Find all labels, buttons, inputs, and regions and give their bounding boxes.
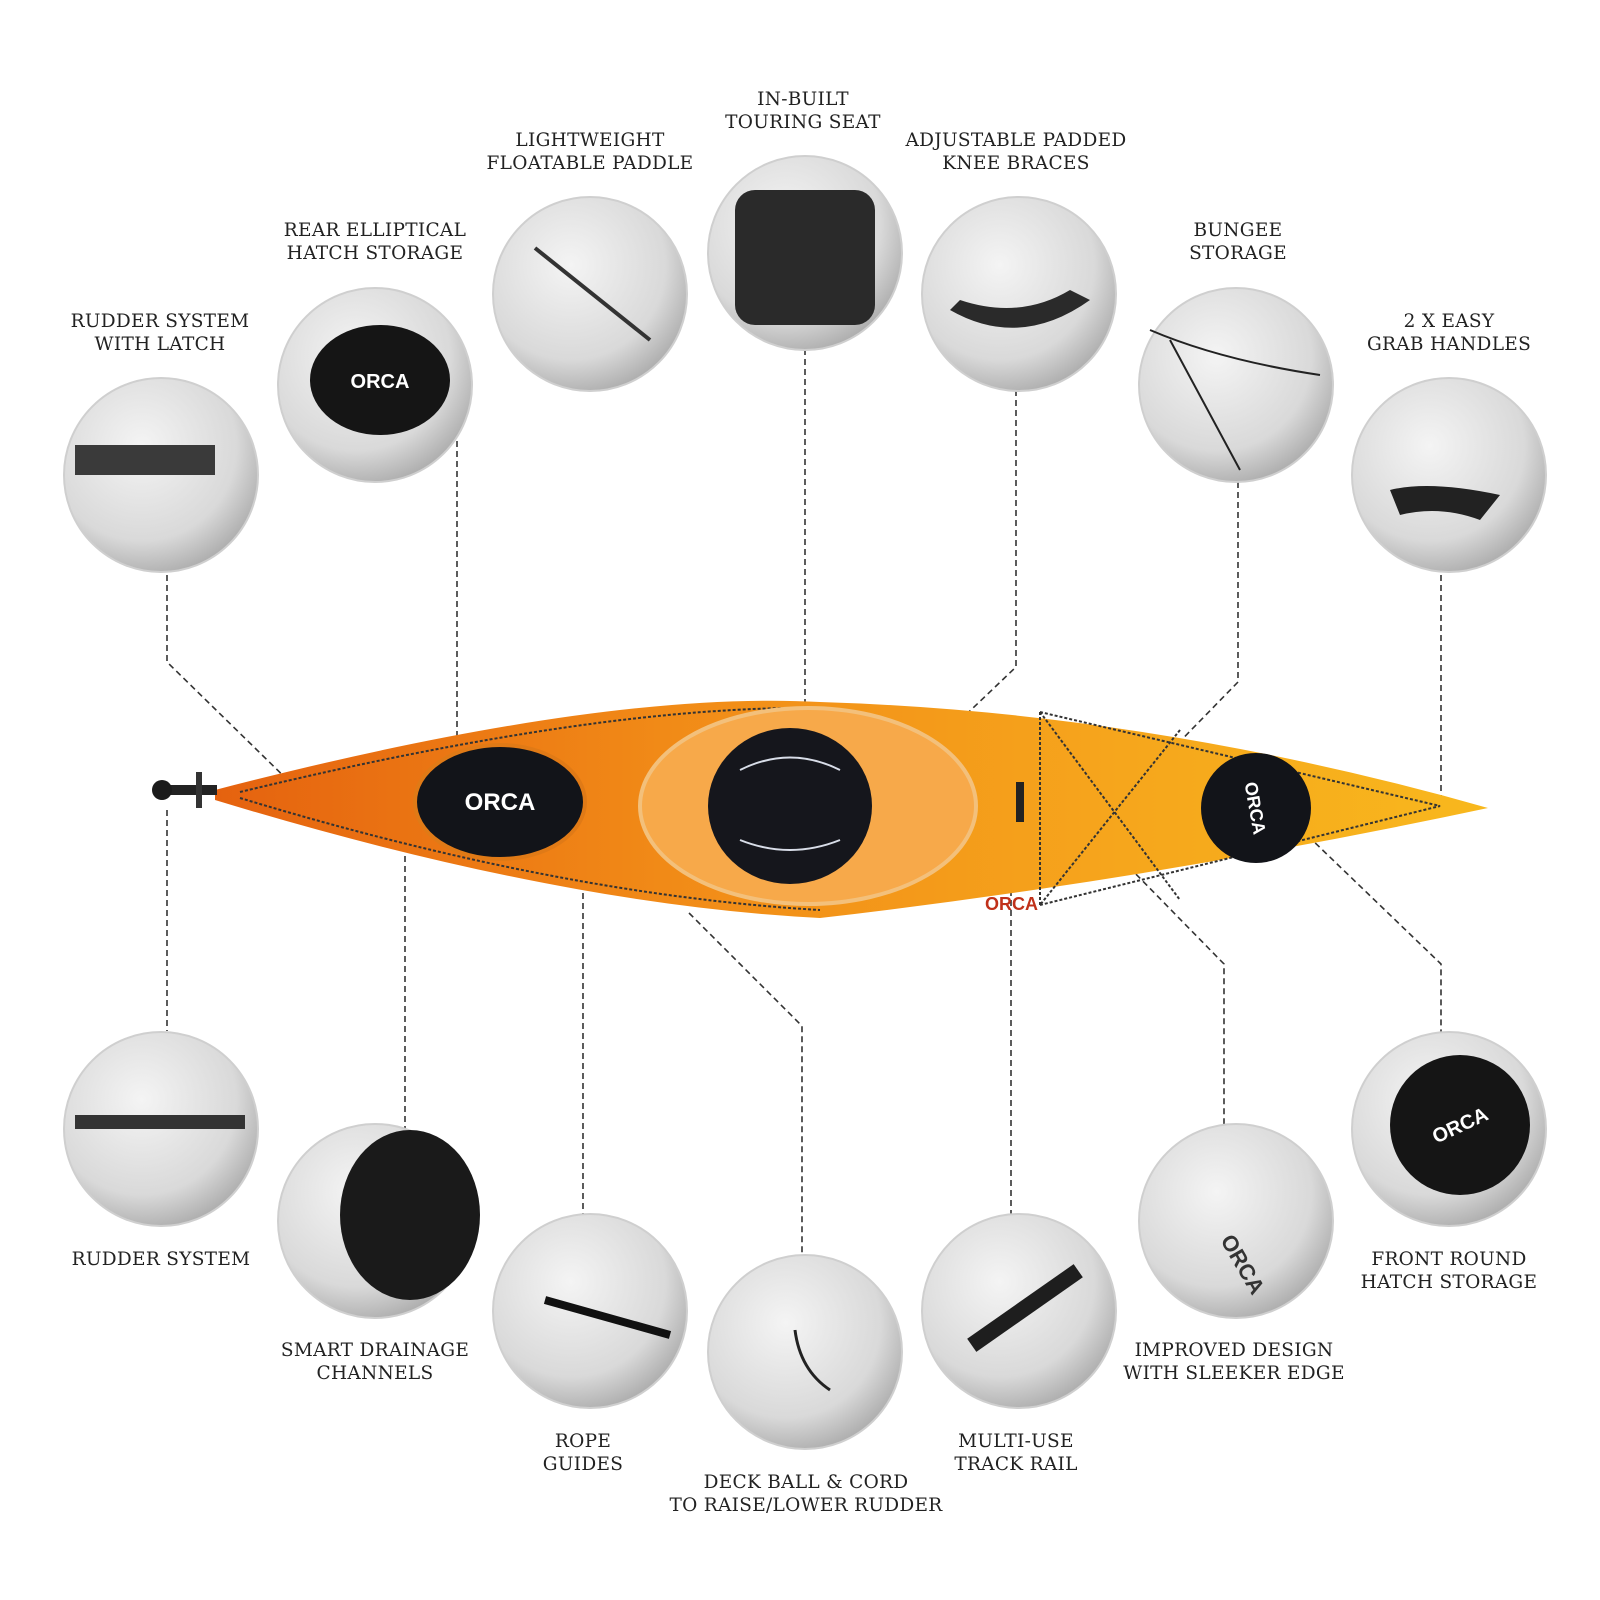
connector-knee [907,390,1017,771]
label-line: HATCH STORAGE [286,243,464,264]
label-line: MULTI-USE [958,1431,1074,1452]
label-line: FRONT ROUND [1371,1249,1527,1270]
svg-text:ORCA: ORCA [985,894,1038,914]
label-line: RUDDER SYSTEM [71,1249,251,1270]
connector-design [1128,866,1225,1129]
label-line: FLOATABLE PADDLE [486,153,694,174]
detail-design [1138,1123,1334,1319]
label-line: STORAGE [1189,243,1287,264]
detail-thumbnails: ORCA ORCA ORCA [75,190,1530,1392]
front-hatch [1201,753,1311,863]
label-line: IN-BUILT [757,89,849,110]
label-line: HATCH STORAGE [1360,1272,1538,1293]
detail-knee [921,196,1117,392]
label-line: TO RAISE/LOWER RUDDER [669,1495,943,1516]
label-line: SMART DRAINAGE [280,1340,470,1361]
label-line: WITH SLEEKER EDGE [1123,1363,1345,1384]
label-line: KNEE BRACES [942,153,1090,174]
label-line: GRAB HANDLES [1366,334,1532,355]
deck-lines [239,706,1441,911]
kayak: ORCA ORCA ORCA [152,700,1488,918]
detail-bungee [1138,287,1334,483]
connector-rudder-latch [166,575,304,796]
label-line: GUIDES [542,1454,624,1475]
cockpit-seat [708,728,872,884]
label-line: IMPROVED DESIGN [1134,1340,1334,1361]
svg-text:ORCA: ORCA [351,371,410,393]
detail-circles [63,155,1547,1450]
label-line: DECK BALL & CORD [703,1472,909,1493]
svg-text:ORCA: ORCA [465,789,536,816]
detail-grab [1351,377,1547,573]
label-line: CHANNELS [316,1363,434,1384]
rear-hatch [413,743,587,861]
connector-front-hatch [1307,835,1442,1036]
label-line: LIGHTWEIGHT [515,130,665,151]
label-line: WITH LATCH [94,334,226,355]
rudder-assembly [152,772,217,808]
label-line: 2 X EASY [1403,311,1495,332]
label-line: ADJUSTABLE PADDED [905,130,1127,151]
label-line: TOURING SEAT [725,112,881,133]
label-line: TRACK RAIL [954,1454,1078,1475]
label-line: REAR ELLIPTICAL [283,220,467,241]
detail-deckball [707,1254,903,1450]
connector-deckball [688,912,803,1257]
track-rail [1016,782,1024,822]
label-line: ROPE [554,1431,612,1452]
label-rudder: RUDDER SYSTEM [11,1248,311,1271]
label-line: BUNGEE [1193,220,1283,241]
label-line: RUDDER SYSTEM [70,311,250,332]
